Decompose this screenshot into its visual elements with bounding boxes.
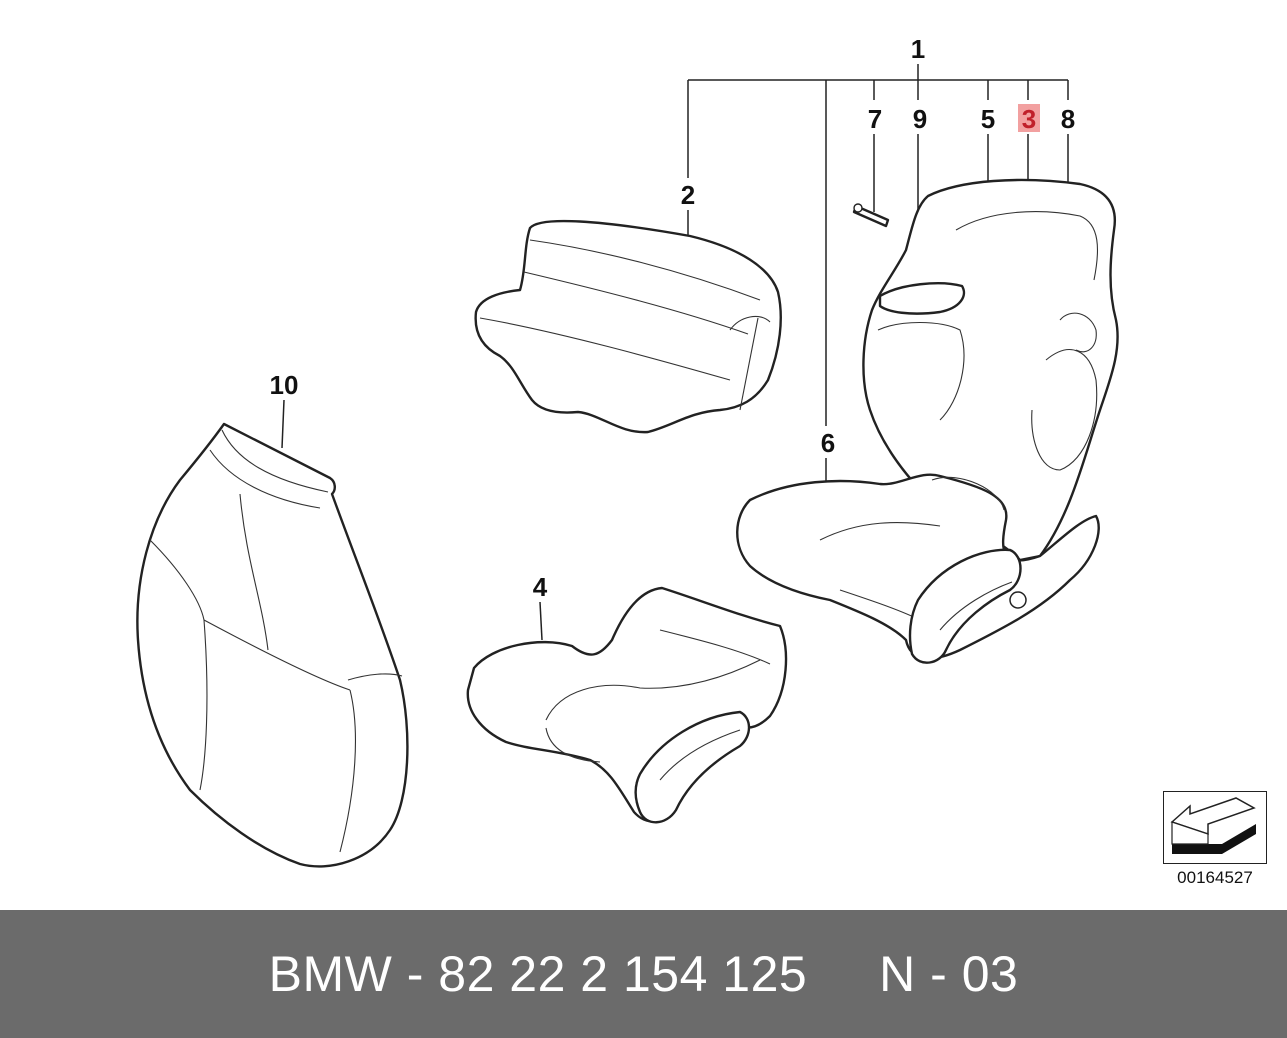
footer-bar: BMW - 82 22 2 154 125 N - 03 bbox=[0, 910, 1287, 1038]
part-number-label: BMW - 82 22 2 154 125 N - 03 bbox=[268, 946, 1019, 1002]
callout-6: 6 bbox=[821, 428, 835, 458]
orientation-box bbox=[1163, 791, 1267, 864]
callout-8: 8 bbox=[1061, 104, 1075, 134]
part-4-seat-cushion bbox=[466, 586, 788, 824]
callout-10: 10 bbox=[270, 370, 299, 400]
callout-2: 2 bbox=[681, 180, 695, 210]
callout-3-highlight bbox=[1018, 104, 1040, 132]
callout-4: 4 bbox=[533, 572, 548, 602]
parts-diagram: 1 2 3 4 5 6 7 8 9 10 bbox=[136, 34, 1119, 868]
callout-9: 9 bbox=[913, 104, 927, 134]
arrow-orientation-icon bbox=[1170, 797, 1256, 854]
part-10-back-cover bbox=[136, 422, 409, 868]
part-1-seat-assembly bbox=[736, 178, 1119, 664]
part-7-pin bbox=[852, 203, 890, 228]
part-2-cushion bbox=[474, 219, 782, 434]
callout-5: 5 bbox=[981, 104, 995, 134]
callout-1: 1 bbox=[911, 34, 925, 64]
callout-3: 3 bbox=[1022, 104, 1036, 134]
callout-7: 7 bbox=[868, 104, 882, 134]
diagram-code: 00164527 bbox=[1177, 868, 1253, 887]
